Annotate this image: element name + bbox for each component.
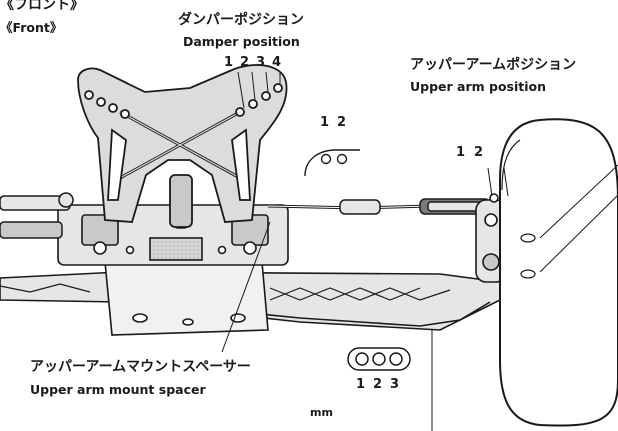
upper-arm-turnbuckle	[267, 198, 497, 215]
damper-position-title-jp: ダンパーポジション	[178, 12, 304, 28]
upper-arm-position-number: 1	[456, 145, 466, 160]
inset-hole-number: 1	[320, 115, 330, 130]
damper-position-title-en: Damper position	[183, 34, 300, 49]
spacer-title-jp: アッパーアームマウントスペーサー	[30, 359, 251, 375]
spacer-illustration	[347, 347, 411, 371]
front-wheel	[499, 118, 618, 427]
spacer-number: 2	[373, 377, 383, 392]
spacer-number: 3	[390, 377, 400, 392]
damper-position-number: 4	[272, 55, 282, 70]
section-title-jp: 《フロント》	[0, 0, 84, 13]
unit-label: mm	[310, 406, 333, 419]
upper-arm-position-title-en: Upper arm position	[410, 79, 547, 94]
upper-arm-hole-inset	[304, 149, 360, 177]
shock-tower	[77, 64, 288, 228]
section-title-en: 《Front》	[0, 20, 63, 35]
damper-position-number: 1	[224, 55, 234, 70]
leader-lines	[221, 71, 618, 431]
upper-arm-position-number: 2	[474, 145, 484, 160]
front-skid-plate	[104, 261, 269, 336]
spacer-title-en: Upper arm mount spacer	[30, 382, 206, 397]
inset-hole-number: 2	[337, 115, 347, 130]
spacer-number: 1	[356, 377, 366, 392]
upper-arm-position-title-jp: アッパーアームポジション	[410, 57, 577, 73]
damper-position-number: 2	[240, 55, 250, 70]
damper-position-number: 3	[256, 55, 266, 70]
left-drive-rod	[0, 192, 74, 239]
